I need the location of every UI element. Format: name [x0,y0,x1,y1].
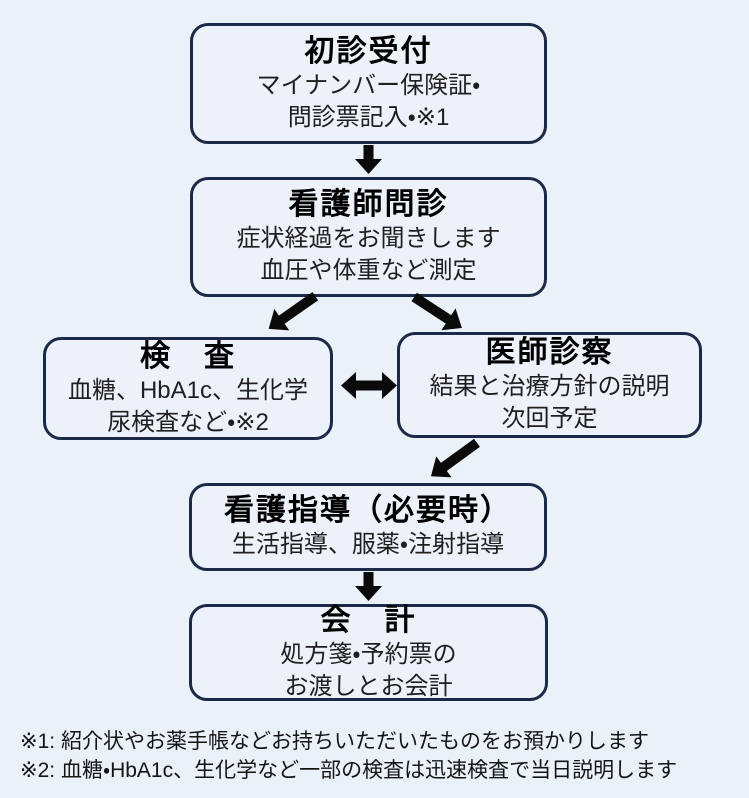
flow-box-laboratory-tests: 検 査 血糖、HbA1c、生化学 尿検査など・※2 [43,337,333,440]
box-line: 血圧や体重など測定 [260,257,477,284]
arrow-down-right-icon [407,286,469,339]
box-line: 処方箋・予約票の [280,640,457,668]
arrow-down-left-icon [261,286,323,340]
arrow-down-icon [355,572,382,601]
box-line: 症状経過をお聞きします [236,225,501,253]
arrow-down-left-icon [423,432,484,487]
box-line: お渡しとお会計 [284,672,453,700]
box-line: 問診票記入・※1 [287,103,450,131]
box-title-doctor-examination: 医師診察 [485,336,614,370]
box-title-nurse-interview: 看護師問診 [288,188,449,222]
box-title-nursing-guidance: 看護指導（必要時） [224,494,512,528]
flow-box-doctor-examination: 医師診察 結果と治療方針の説明 次回予定 [397,332,702,438]
flow-box-nurse-interview: 看護師問診 症状経過をお聞きします 血圧や体重など測定 [190,177,547,297]
box-line: 次回予定 [501,405,598,432]
footnote-1: ※1: 紹介状やお薬手帳などお持ちいただいたものをお預かりします [20,730,649,753]
box-line: 血糖、HbA1c、生化学 [67,376,309,404]
box-title-laboratory-tests: 検 査 [140,339,236,373]
flow-box-nursing-guidance: 看護指導（必要時） 生活指導、服薬・注射指導 [189,483,547,571]
box-title-first-visit-reception: 初診受付 [304,34,433,68]
box-line: マイナンバー保険証・ [256,71,481,99]
arrow-left-right-icon [341,372,397,399]
arrow-down-icon [355,145,382,174]
box-title-checkout: 会 計 [320,603,417,637]
box-line: 結果と治療方針の説明 [429,373,670,401]
flow-box-first-visit-reception: 初診受付 マイナンバー保険証・ 問診票記入・※1 [190,23,547,144]
box-line: 生活指導、服薬・注射指導 [231,531,505,559]
box-line: 尿検査など・※2 [107,408,269,436]
footnote-2: ※2: 血糖・HbA1c、生化学など一部の検査は迅速検査で当日説明します [20,759,678,782]
flow-box-checkout: 会 計 処方箋・予約票の お渡しとお会計 [189,604,548,701]
